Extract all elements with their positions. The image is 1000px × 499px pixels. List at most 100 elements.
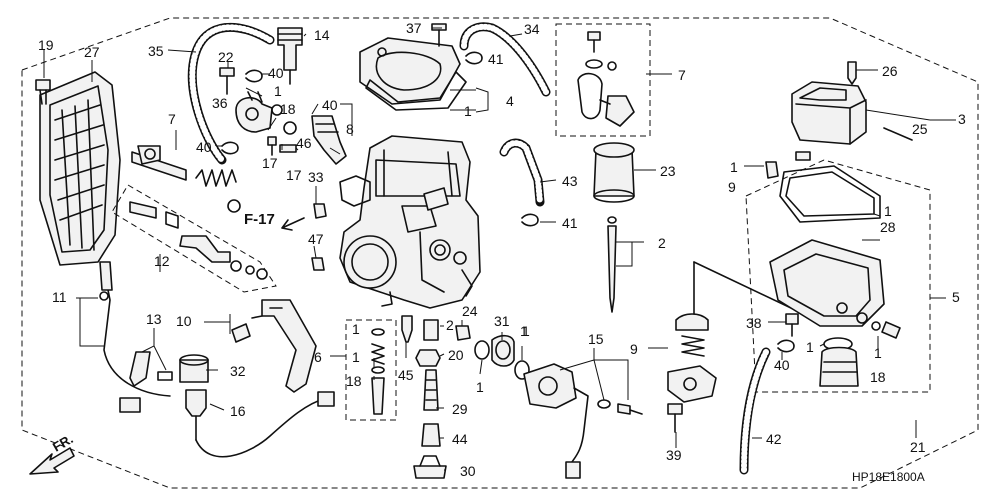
callout-16: 16 (230, 403, 246, 419)
seal-ring-a (227, 199, 241, 213)
screw-38 (785, 313, 799, 337)
callout-2b: 2 (446, 317, 454, 333)
bolt-19 (35, 79, 51, 105)
vent-hose-35 (187, 22, 275, 165)
float-3 (791, 81, 867, 145)
callout-19: 19 (38, 37, 54, 53)
callout-1d: 1 (884, 203, 892, 219)
lever-13 (129, 351, 173, 387)
screw-18 (871, 321, 901, 339)
filter-23 (593, 142, 635, 203)
carburetor-body (339, 135, 481, 309)
bracket-8 (339, 175, 371, 207)
screw-10 (231, 315, 263, 343)
callout-22: 22 (218, 49, 234, 65)
callout-30: 30 (460, 463, 476, 479)
sensor-7 (577, 31, 635, 127)
callout-45: 45 (398, 367, 414, 383)
callout-44: 44 (452, 431, 468, 447)
jet-set-6 (371, 328, 385, 415)
callout-28: 28 (880, 219, 896, 235)
fitting-47 (311, 257, 325, 271)
callout-ref-F17: F-17 (244, 211, 275, 228)
callout-1i: 1 (352, 349, 360, 365)
leader-lines (43, 27, 956, 471)
callout-23: 23 (660, 163, 676, 179)
callout-24: 24 (462, 303, 478, 319)
group-box-5 (745, 159, 931, 393)
cap-1 (795, 151, 811, 161)
screw-17-a (267, 136, 277, 156)
group-box-12 (111, 184, 277, 293)
callout-39: 39 (666, 447, 682, 463)
hose-34 (459, 22, 551, 97)
jet-2 (423, 319, 439, 341)
callout-29: 29 (452, 401, 468, 417)
callout-46: 46 (296, 135, 312, 151)
callout-20: 20 (448, 347, 464, 363)
callout-1: 1 (274, 83, 282, 99)
callout-35: 35 (148, 43, 164, 59)
callout-1k: 1 (520, 323, 528, 339)
callout-13: 13 (146, 311, 162, 327)
clip-41-b (521, 213, 539, 227)
callout-7: 7 (678, 67, 686, 83)
drain-screw-9 (765, 161, 779, 179)
callout-9: 9 (728, 179, 736, 195)
o-ring-1-c (514, 360, 530, 380)
cable-11 (99, 261, 171, 413)
screw-24 (455, 325, 471, 341)
front-arrow (29, 447, 75, 475)
callout-10: 10 (176, 313, 192, 329)
callout-34: 34 (524, 21, 540, 37)
callout-1g: 1 (806, 339, 814, 355)
callout-40: 40 (268, 65, 284, 81)
jet-44 (421, 423, 441, 447)
float-pin-25 (883, 127, 913, 141)
callout-40d: 40 (774, 357, 790, 373)
callout-33: 33 (308, 169, 324, 185)
o-ring-1-b (474, 340, 490, 360)
collar-31 (491, 334, 515, 367)
callout-1f: 1 (352, 321, 360, 337)
callout-38: 38 (746, 315, 762, 331)
float-valve-26 (847, 61, 857, 85)
callout-26: 26 (882, 63, 898, 79)
clip-40-a (245, 69, 263, 83)
callout-1h: 1 (874, 345, 882, 361)
group-box-7 (555, 23, 651, 137)
callout-21: 21 (910, 439, 926, 455)
needle-45 (401, 315, 413, 343)
callout-1c: 1 (730, 159, 738, 175)
float-bowl-5 (769, 165, 885, 327)
callout-18c: 18 (870, 369, 886, 385)
nut-20 (415, 349, 441, 367)
callout-8: 8 (346, 121, 354, 137)
diagram-code: HP18E1800A (852, 470, 925, 484)
fitting-32 (179, 354, 209, 383)
callout-40b: 40 (322, 97, 338, 113)
callout-labels: 19 27 35 22 40 14 37 34 41 7 26 36 1 18 … (38, 20, 966, 484)
callout-18b: 18 (346, 373, 362, 389)
cap-30 (413, 455, 447, 479)
screw-22 (219, 67, 235, 95)
clip-40-b (221, 141, 239, 155)
clip-41-a (465, 51, 483, 65)
callout-2: 2 (658, 235, 666, 251)
callout-41: 41 (488, 51, 504, 67)
callout-42: 42 (766, 431, 782, 447)
callout-1b: 1 (464, 103, 472, 119)
callout-6: 6 (314, 349, 322, 365)
callout-1j: 1 (476, 379, 484, 395)
group-box-6 (345, 319, 397, 421)
callout-14: 14 (314, 27, 330, 43)
callout-4: 4 (506, 93, 514, 109)
hose-42 (739, 347, 771, 475)
callout-5: 5 (952, 289, 960, 305)
callout-40c: 40 (196, 139, 212, 155)
screw-37 (431, 23, 447, 47)
callout-12: 12 (154, 253, 170, 269)
callout-43: 43 (562, 173, 578, 189)
jet-46 (311, 115, 347, 165)
callout-1e: 1 (522, 323, 530, 339)
